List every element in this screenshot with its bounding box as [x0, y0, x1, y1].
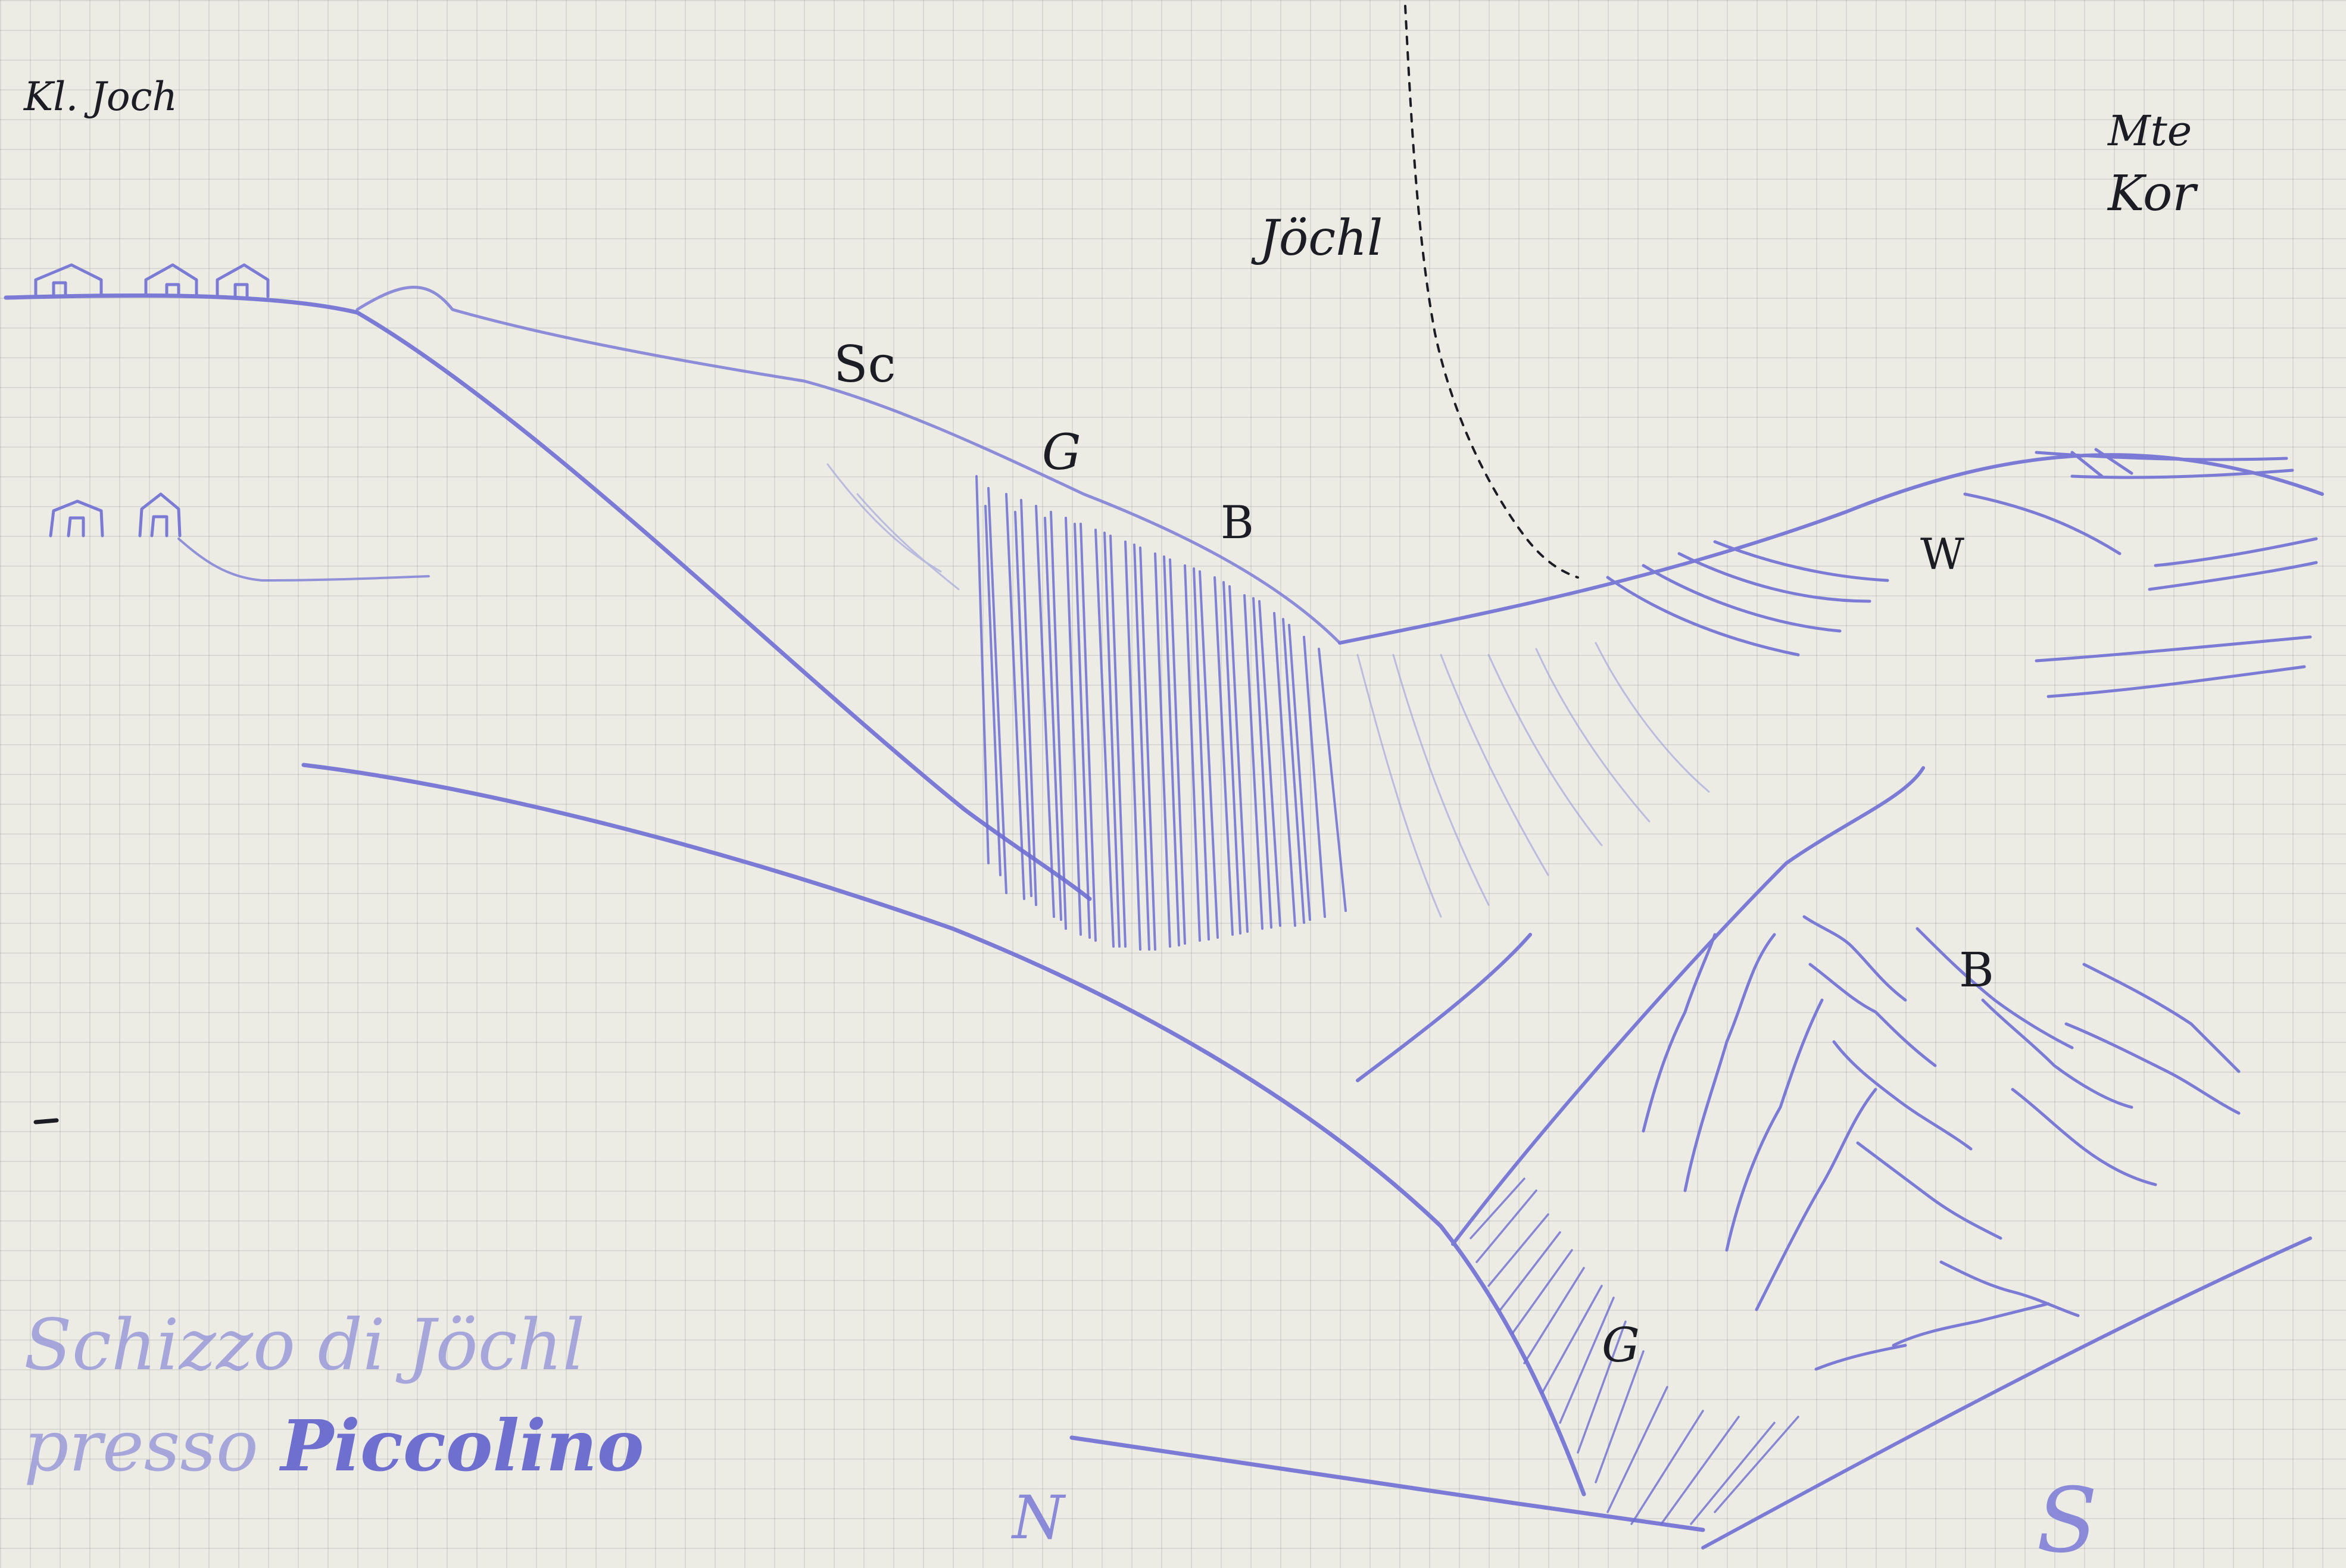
compass-south: S [2036, 1476, 2098, 1566]
label-g-lower: G [1602, 1322, 1640, 1369]
lower-block-right-edge [1703, 1238, 2310, 1548]
caption-line-1: Schizzo di Jöchl [24, 1310, 585, 1380]
hatching-upper-block [977, 476, 1346, 949]
label-g-upper: G [1042, 429, 1081, 477]
label-kor: Kor [2108, 170, 2196, 218]
hut-group-upper [36, 265, 268, 296]
bottom-baseline [1072, 1438, 1703, 1530]
ridge-line-right [1340, 455, 2322, 643]
strata-lines-w [1608, 494, 2120, 655]
margin-tick [36, 1120, 57, 1122]
label-sc: Sc [834, 339, 896, 389]
label-jochl: Jöchl [1259, 214, 1383, 263]
hut-group-lower [51, 494, 429, 580]
label-mte: Mte [2108, 110, 2192, 152]
short-stroke [1358, 935, 1530, 1080]
strata-lines-far-right [2036, 449, 2316, 696]
label-w: W [1920, 533, 1964, 576]
caption-place: Piccolino [280, 1404, 644, 1487]
hatching-light-middle [828, 464, 1709, 917]
label-b-lower: B [1959, 947, 1994, 994]
caption-prefix: presso [24, 1405, 258, 1487]
dotted-boundary [1405, 6, 1578, 577]
label-b-upper: B [1221, 500, 1254, 545]
wavy-folds-lower-block [1643, 917, 2239, 1369]
caption-line-2: presso Piccolino [24, 1411, 644, 1481]
label-kl-joch: Kl. Joch [24, 77, 177, 117]
compass-north: N [1012, 1488, 1065, 1548]
